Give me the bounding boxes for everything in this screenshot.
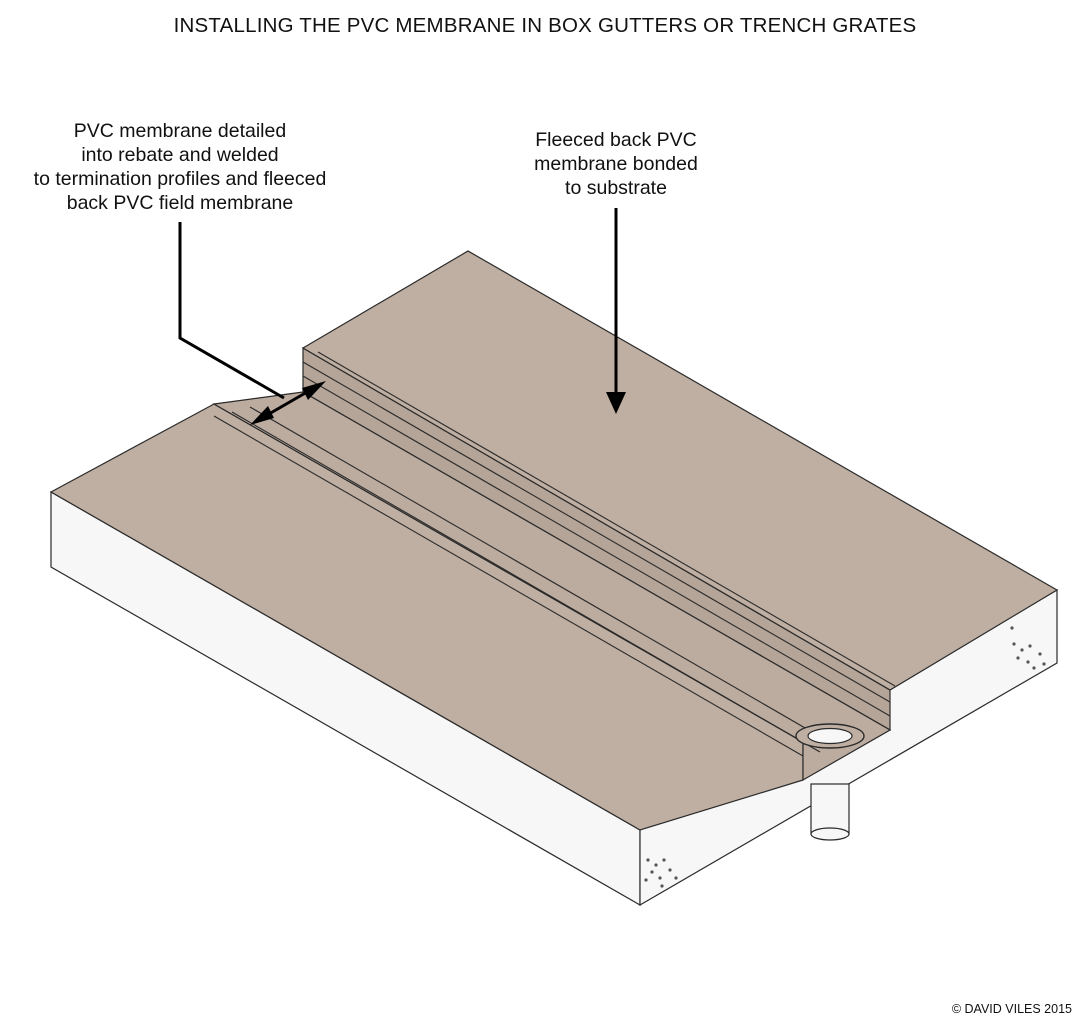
concrete-hatch-marks [644,626,1046,888]
left-callout-leader [178,222,285,400]
drain-outlet-hole [807,727,853,745]
right-callout-arrow [606,208,626,414]
copyright-text: © DAVID VILES 2015 [951,1002,1072,1016]
outlet-pipe [810,783,850,835]
membrane-upper-field [301,250,1059,691]
rebate-width-double-arrow [250,381,326,425]
callout-left-text: PVC membrane detailed into rebate and we… [33,120,327,214]
diagram-title: INSTALLING THE PVC MEMBRANE IN BOX GUTTE… [173,14,917,37]
termination-profile-lines [213,351,896,757]
callout-right-text: Fleeced back PVC membrane bonded to subs… [534,129,698,199]
outlet-pipe-end [810,827,850,841]
